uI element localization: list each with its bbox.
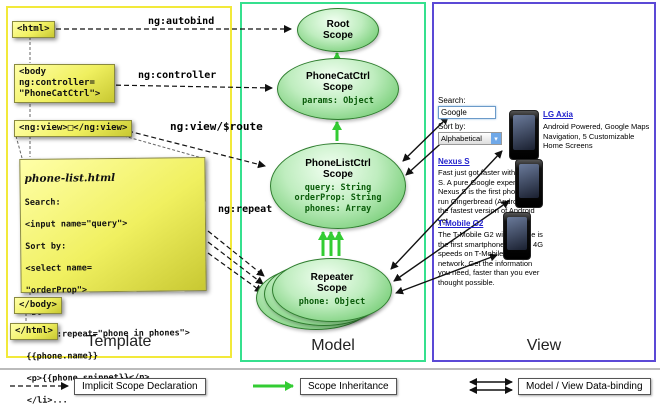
root-scope-title: Root Scope bbox=[322, 19, 353, 41]
html-open-tag: <html> bbox=[12, 21, 55, 38]
body-controller-tag: <body ng:controller= "PhoneCatCtrl"> bbox=[14, 64, 115, 103]
model-column-label: Model bbox=[311, 337, 355, 354]
legend-implicit-scope: Implicit Scope Declaration bbox=[74, 378, 206, 395]
search-input[interactable] bbox=[438, 106, 496, 119]
phonelistctrl-scope-prop: orderProp: String bbox=[294, 193, 382, 204]
search-label: Search: bbox=[438, 96, 466, 105]
legend-scope-inheritance: Scope Inheritance bbox=[300, 378, 397, 395]
sort-select-value: Alphabetical bbox=[441, 134, 482, 143]
phone-desc-lg: Android Powered, Google Maps Navigation,… bbox=[543, 122, 650, 150]
phone-desc-nexus: Fast just got faster with Nexus S. A pur… bbox=[438, 168, 541, 225]
note-line: <select name= bbox=[25, 263, 93, 274]
phone-screen bbox=[513, 115, 535, 150]
phonecatctrl-scope-prop: params: Object bbox=[302, 96, 374, 107]
template-column-label: Template bbox=[86, 333, 152, 350]
sort-select[interactable]: Alphabetical ▾ bbox=[438, 132, 502, 145]
phonelistctrl-scope-prop: phones: Array bbox=[304, 203, 372, 214]
sort-label: Sort by: bbox=[438, 122, 466, 131]
note-line: <input name="query"> bbox=[24, 218, 128, 230]
label-ng-controller: ng:controller bbox=[138, 70, 217, 81]
ng-view-tag: <ng:view>□</ng:view> bbox=[14, 120, 133, 137]
view-column-label: View bbox=[526, 337, 562, 354]
template-column: Template bbox=[6, 6, 232, 358]
legend-data-binding: Model / View Data-binding bbox=[518, 378, 651, 395]
repeater-scope-ellipse: Repeater Scope phone: Object bbox=[272, 258, 392, 322]
phone-link-nexus[interactable]: Nexus S bbox=[438, 157, 470, 166]
phone-screen bbox=[519, 164, 539, 198]
chevron-down-icon: ▾ bbox=[491, 133, 501, 144]
repeater-scope-title: Repeater Scope bbox=[310, 272, 354, 295]
note-line: Search: bbox=[24, 197, 61, 208]
note-line: Sort by: bbox=[25, 241, 67, 252]
phone-image-g2 bbox=[503, 212, 531, 260]
phone-link-lg[interactable]: LG Axia bbox=[543, 110, 573, 119]
phone-image-nexus bbox=[515, 159, 543, 208]
note-line: </li>... bbox=[26, 395, 68, 405]
phone-list-template-note: phone-list.html Search: <input name="que… bbox=[19, 157, 207, 405]
note-line: {{phone.name}} bbox=[26, 351, 99, 362]
label-ng-view-route: ng:view/$route bbox=[170, 120, 263, 133]
phonecatctrl-scope-ellipse: PhoneCatCtrl Scope params: Object bbox=[277, 58, 399, 120]
root-scope-ellipse: Root Scope bbox=[297, 8, 379, 52]
phone-screen bbox=[507, 217, 527, 250]
phonecatctrl-scope-title: PhoneCatCtrl Scope bbox=[306, 71, 370, 94]
phone-desc-g2: The T-Mobile G2 with Google is the first… bbox=[438, 230, 544, 287]
phonelistctrl-scope-prop: query: String bbox=[304, 182, 372, 193]
phone-link-g2[interactable]: T-Mobile G2 bbox=[438, 219, 484, 228]
label-ng-repeat: ng:repeat bbox=[218, 204, 273, 215]
phonelistctrl-scope-title: PhoneListCtrl Scope bbox=[305, 157, 371, 180]
phonelistctrl-scope-ellipse: PhoneListCtrl Scope query: String orderP… bbox=[270, 143, 406, 229]
body-close-tag: </body> bbox=[14, 297, 62, 314]
note-line: "orderProp"> bbox=[25, 285, 88, 296]
html-close-tag: </html> bbox=[10, 323, 58, 340]
note-title: phone-list.html bbox=[24, 171, 116, 185]
label-ng-autobind: ng:autobind bbox=[148, 16, 215, 27]
repeater-scope-prop: phone: Object bbox=[298, 297, 366, 308]
phone-image-lg bbox=[509, 110, 539, 160]
